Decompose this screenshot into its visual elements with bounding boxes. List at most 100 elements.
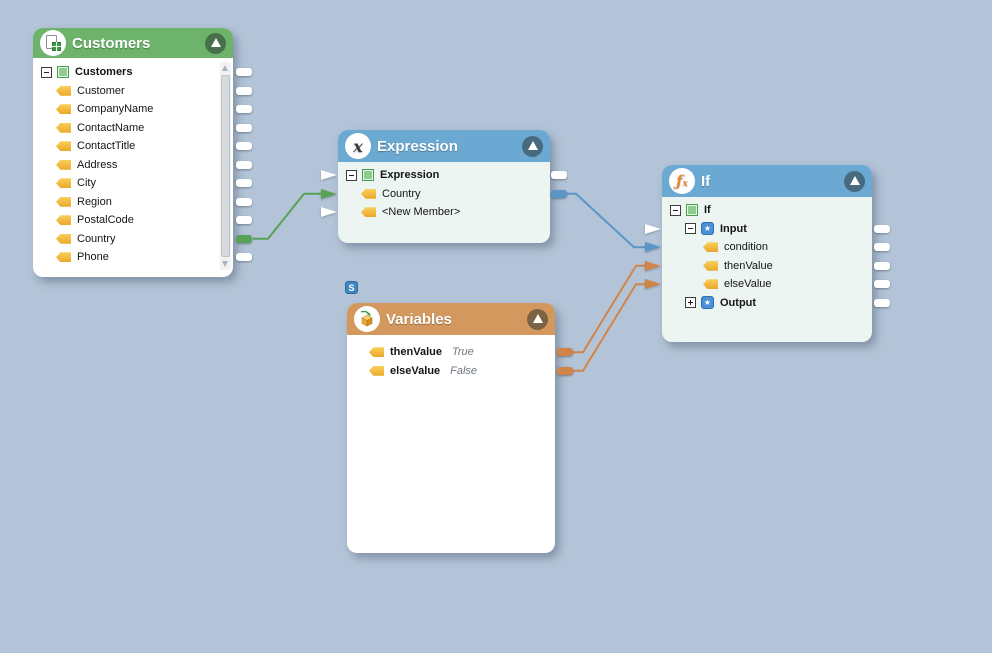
tree-row[interactable]: <New Member> xyxy=(338,203,550,222)
scrollbar[interactable] xyxy=(220,62,231,270)
connector-stub[interactable] xyxy=(874,224,890,233)
input-arrow-connected[interactable] xyxy=(645,279,661,290)
tree-row[interactable]: Input xyxy=(662,220,872,239)
node-title: If xyxy=(701,172,711,190)
expression-x-icon xyxy=(345,133,371,159)
excel-file-icon xyxy=(40,30,66,56)
tree-row[interactable]: elseValue xyxy=(662,275,872,294)
connector-stub-country-connected[interactable] xyxy=(236,234,252,243)
connector-stub[interactable] xyxy=(236,253,252,262)
tag-icon xyxy=(56,141,71,152)
tree-item-label: ContactName xyxy=(77,121,145,134)
connector-stub[interactable] xyxy=(874,280,890,289)
collapse-button[interactable] xyxy=(522,135,543,157)
tree-row[interactable]: If xyxy=(662,201,872,220)
tag-icon xyxy=(361,188,376,199)
connector-stub-connected[interactable] xyxy=(551,189,567,198)
input-arrow[interactable] xyxy=(321,170,337,181)
tree-row[interactable]: Phone xyxy=(33,248,233,267)
tree-row[interactable]: Expression xyxy=(338,166,550,185)
tag-icon xyxy=(56,196,71,207)
connector-stub[interactable] xyxy=(551,171,567,180)
tree-item-label: Phone xyxy=(77,251,109,264)
node-title: Customers xyxy=(72,34,151,52)
customers-header[interactable]: Customers xyxy=(33,28,233,58)
expander-minus-icon[interactable] xyxy=(670,204,681,216)
connector-stub-connected[interactable] xyxy=(557,366,573,375)
variable-row[interactable]: elseValue False xyxy=(347,362,555,381)
tag-icon xyxy=(56,104,71,115)
scroll-down-icon[interactable] xyxy=(222,261,228,267)
connector-stub[interactable] xyxy=(236,197,252,206)
link-expression-to-condition[interactable] xyxy=(566,192,646,249)
connector-stub[interactable] xyxy=(236,160,252,169)
connector-stub[interactable] xyxy=(236,179,252,188)
tree-item-label: condition xyxy=(724,241,769,254)
collapse-triangle-icon xyxy=(527,141,538,150)
tree-item-label: Region xyxy=(77,195,112,208)
input-arrow-connected[interactable] xyxy=(645,242,661,253)
tree-row[interactable]: Country xyxy=(338,185,550,204)
scroll-up-icon[interactable] xyxy=(222,65,228,71)
if-node[interactable]: If If Input condition thenValue elseValu… xyxy=(662,165,872,342)
customers-node[interactable]: Customers Customers Customer CompanyName… xyxy=(33,28,233,277)
collapse-button[interactable] xyxy=(527,308,548,330)
variables-header[interactable]: Variables xyxy=(347,303,555,335)
tree-row[interactable]: ContactName xyxy=(33,119,233,138)
connector-stub[interactable] xyxy=(874,298,890,307)
link-thenvalue[interactable] xyxy=(573,264,646,354)
tree-row[interactable]: Output xyxy=(662,294,872,313)
tree-item-label: Expression xyxy=(380,169,440,182)
tree-row[interactable]: condition xyxy=(662,238,872,257)
tree-row[interactable]: City xyxy=(33,174,233,193)
input-arrow-connected[interactable] xyxy=(321,188,337,199)
tree-row[interactable]: ContactTitle xyxy=(33,137,233,156)
expander-minus-icon[interactable] xyxy=(41,66,52,78)
variables-node[interactable]: Variables thenValue True elseValue False xyxy=(347,303,555,553)
tag-icon xyxy=(361,207,376,218)
connector-stub[interactable] xyxy=(236,105,252,114)
if-header[interactable]: If xyxy=(662,165,872,197)
connector-stub[interactable] xyxy=(874,261,890,270)
tree-item-label: CompanyName xyxy=(77,103,154,116)
connector-stub-connected[interactable] xyxy=(557,348,573,357)
expander-plus-icon[interactable] xyxy=(685,297,696,309)
connector-stub[interactable] xyxy=(236,216,252,225)
connector-stub[interactable] xyxy=(236,142,252,151)
tree-item-label: Customer xyxy=(77,84,125,97)
expression-node[interactable]: Expression Expression Country <New Membe… xyxy=(338,130,550,243)
variable-label: thenValue xyxy=(390,346,442,359)
expression-header[interactable]: Expression xyxy=(338,130,550,162)
input-arrow-connected[interactable] xyxy=(645,260,661,271)
connector-stub[interactable] xyxy=(236,123,252,132)
tree-row[interactable]: Country xyxy=(33,230,233,249)
collapse-button[interactable] xyxy=(205,32,226,54)
variable-value: False xyxy=(450,364,478,377)
tree-row[interactable]: PostalCode xyxy=(33,211,233,230)
scrollbar-thumb[interactable] xyxy=(221,75,230,257)
element-icon xyxy=(362,169,374,182)
variable-row[interactable]: thenValue True xyxy=(347,343,555,362)
s-badge[interactable]: S xyxy=(345,281,358,294)
tree-row[interactable]: CompanyName xyxy=(33,100,233,119)
expander-minus-icon[interactable] xyxy=(346,169,357,181)
tree-row[interactable]: thenValue xyxy=(662,257,872,276)
link-elsevalue[interactable] xyxy=(573,283,646,372)
connector-stub[interactable] xyxy=(874,243,890,252)
tree-row[interactable]: Customer xyxy=(33,82,233,101)
input-arrow[interactable] xyxy=(645,223,661,234)
collapse-button[interactable] xyxy=(844,170,865,192)
tag-icon xyxy=(56,233,71,244)
tag-icon xyxy=(369,365,384,376)
tree-row[interactable]: Region xyxy=(33,193,233,212)
tree-row[interactable]: Address xyxy=(33,156,233,175)
connector-stub[interactable] xyxy=(236,68,252,77)
if-tree: If Input condition thenValue elseValue O… xyxy=(662,197,872,312)
input-arrow[interactable] xyxy=(321,207,337,218)
connector-stub[interactable] xyxy=(236,86,252,95)
element-icon xyxy=(57,66,69,79)
link-country-to-expression[interactable] xyxy=(253,192,322,240)
expander-minus-icon[interactable] xyxy=(685,223,696,235)
tree-row[interactable]: Customers xyxy=(33,63,233,82)
